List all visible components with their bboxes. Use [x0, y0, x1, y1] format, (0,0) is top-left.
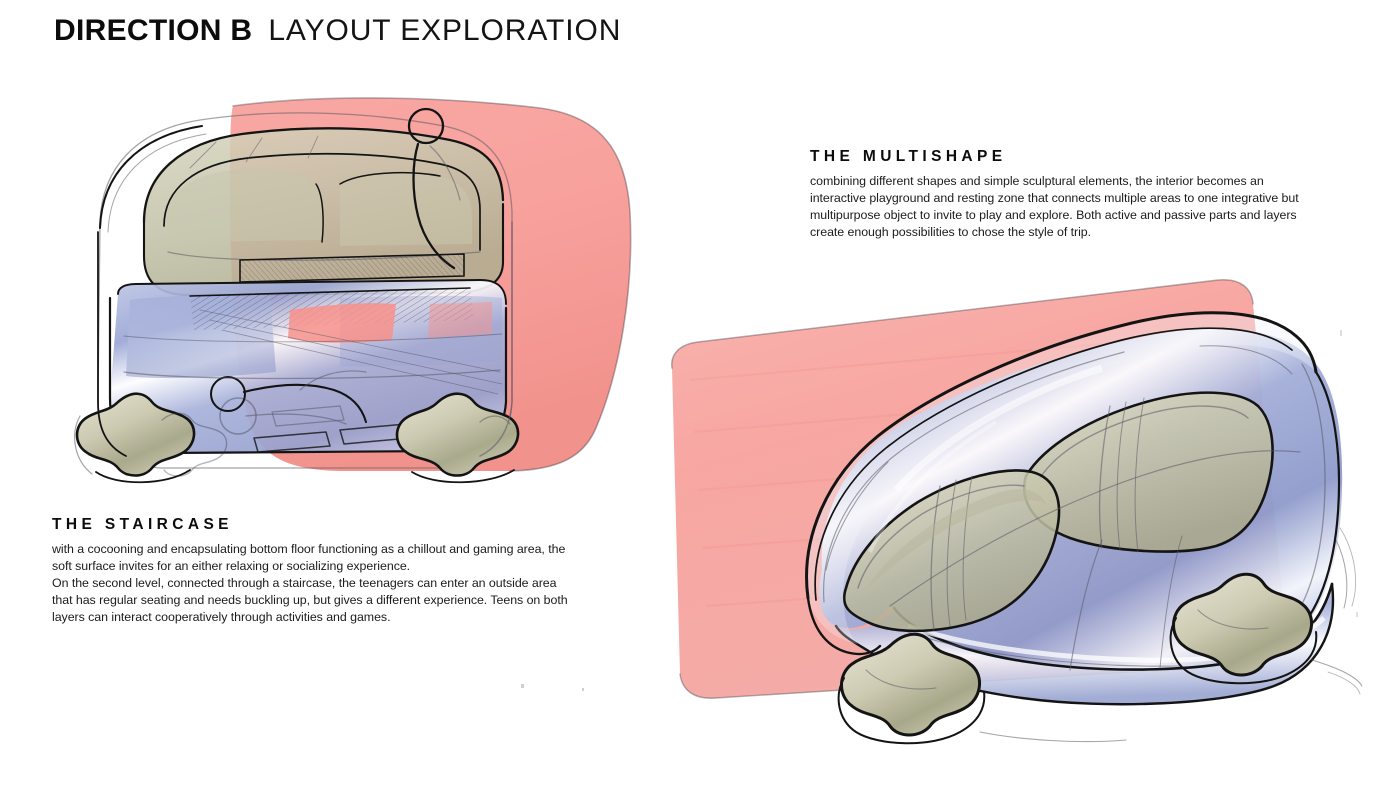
- multishape-sketch: [640, 240, 1380, 760]
- caption-staircase: THE STAIRCASE with a cocooning and encap…: [52, 516, 572, 627]
- caption-staircase-heading: THE STAIRCASE: [52, 516, 233, 533]
- caption-staircase-paragraph-2: On the second level, connected through a…: [52, 576, 568, 625]
- transparent-canopy: [805, 311, 1341, 656]
- page-title: DIRECTION B LAYOUT EXPLORATION: [54, 14, 621, 48]
- caption-multishape-body: combining different shapes and simple sc…: [810, 173, 1310, 241]
- page-title-strong: DIRECTION B: [54, 14, 253, 47]
- lower-chillout-floor: [108, 279, 508, 455]
- page-title-light: LAYOUT EXPLORATION: [268, 14, 622, 47]
- body-surface-lines: [825, 450, 1363, 743]
- wheel-front-right: [395, 392, 520, 484]
- caption-staircase-paragraph-1: with a cocooning and encapsulating botto…: [52, 542, 566, 574]
- paper-speck: [1356, 612, 1358, 617]
- wheel-front: [1169, 572, 1318, 685]
- upper-deck-platform: [142, 127, 505, 297]
- upper-deck-seated-figure: [407, 107, 461, 270]
- paper-speck: [582, 688, 584, 691]
- caption-multishape-paragraph-1: combining different shapes and simple sc…: [810, 174, 1299, 240]
- cabin-outer-contour: [97, 125, 513, 457]
- staircase-sketch: [40, 72, 660, 502]
- caption-multishape: THE MULTISHAPE combining different shape…: [810, 148, 1310, 241]
- caption-multishape-heading: THE MULTISHAPE: [810, 148, 1007, 165]
- wheel-front-left: [74, 392, 196, 484]
- cabin-construction-lines: [97, 112, 513, 469]
- wheel-rear: [837, 632, 986, 745]
- window-aperture-rear: [1023, 391, 1274, 553]
- paper-speck: [521, 684, 524, 688]
- caption-staircase-body: with a cocooning and encapsulating botto…: [52, 541, 572, 627]
- paper-speck: [1340, 330, 1342, 336]
- window-aperture-side: [842, 469, 1061, 633]
